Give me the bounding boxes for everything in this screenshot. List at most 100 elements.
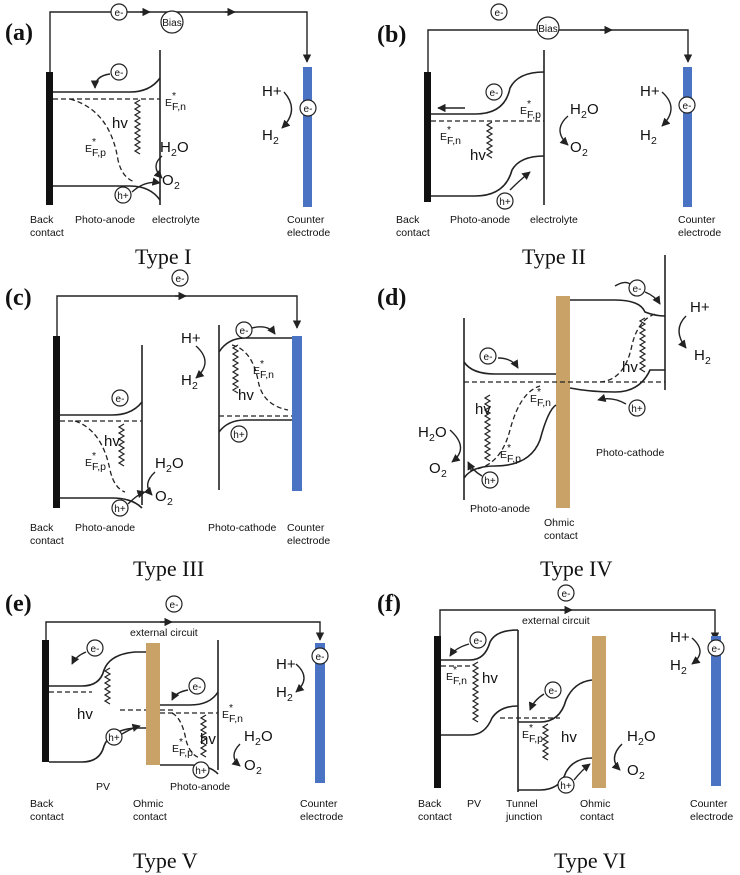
panel-d-anode-vb — [463, 404, 557, 479]
panel-c-letter: (c) — [5, 285, 32, 311]
svg-text:2: 2 — [441, 468, 447, 480]
panel-d-ohmic-contact — [556, 296, 570, 508]
svg-text:h+: h+ — [117, 191, 129, 202]
panel-b-conduction-band — [431, 71, 545, 115]
panel-f-label-pv: PV — [467, 798, 481, 810]
panel-f-pv-electron-arrow — [449, 643, 470, 657]
panel-b-proton-arrow — [661, 91, 672, 127]
panel-d-cathode-vb — [569, 369, 665, 393]
panel-d-anode-photon — [483, 394, 492, 462]
panel-c-counter-electrode — [292, 336, 302, 491]
svg-text:e-: e- — [115, 68, 124, 79]
svg-text:F,p: F,p — [527, 109, 541, 121]
panel-b-fermi-p-label: E* F,p — [520, 98, 541, 121]
panel-a-back-contact — [46, 72, 53, 205]
svg-text:F,n: F,n — [229, 713, 243, 725]
svg-text:E: E — [85, 143, 92, 155]
panel-b-electron: e- — [485, 83, 503, 101]
svg-text:*: * — [453, 664, 457, 676]
panel-d-cathode-electron-arrow — [644, 291, 661, 305]
panel-f-junction-cb — [518, 679, 593, 723]
panel-d-anode-hole: h+ — [481, 471, 499, 489]
svg-text:O: O — [435, 424, 447, 441]
svg-text:e-: e- — [712, 644, 721, 655]
svg-text:H: H — [155, 455, 166, 472]
panel-f-junction-vb — [518, 757, 593, 791]
panel-a-counter-electrode — [303, 67, 312, 207]
panel-f-h2o-arrow — [611, 743, 623, 771]
panel-d-anode-electron: e- — [479, 347, 497, 365]
svg-text:2: 2 — [287, 692, 293, 704]
panel-b-label-photo-anode: Photo-anode — [450, 214, 510, 226]
svg-text:O: O — [644, 728, 656, 745]
svg-text:2: 2 — [256, 765, 262, 777]
svg-text:O: O — [244, 757, 256, 774]
panel-d-proton-arrow — [678, 315, 687, 349]
panel-a: (a) e- Bias hv E* F,n E* F,p e- — [5, 3, 330, 269]
svg-text:F,p: F,p — [529, 733, 543, 745]
panel-a-hole: h+ — [114, 186, 132, 204]
svg-text:H+: H+ — [276, 656, 296, 673]
panel-b-electron-counter: e- — [678, 96, 696, 114]
panel-b-fermi-n-label: E* F,n — [440, 124, 461, 147]
svg-text:O: O — [627, 762, 639, 779]
panel-f-junction-electron: e- — [544, 681, 562, 699]
panel-f-hole-arrow — [573, 763, 591, 781]
svg-text:F,n: F,n — [447, 135, 461, 147]
panel-d-cathode-photon — [638, 317, 647, 373]
panel-a-photon-wave — [133, 99, 142, 155]
panel-a-bias-label: Bias — [160, 10, 184, 34]
panel-c-label-photo-anode: Photo-anode — [75, 522, 135, 534]
panel-f-junction-electron-arrow — [528, 693, 545, 711]
svg-text:2: 2 — [171, 147, 177, 159]
svg-text:E: E — [440, 131, 447, 143]
panel-d-letter: (d) — [377, 285, 406, 311]
svg-text:Bias: Bias — [162, 18, 181, 29]
svg-text:e-: e- — [176, 274, 185, 285]
panel-c-cathode-cb — [218, 337, 292, 353]
panel-c-anode-vb — [60, 497, 143, 509]
panel-d-fermi-n-label: E* F,n — [530, 386, 551, 409]
svg-text:E: E — [172, 743, 179, 755]
panel-e-h2o-arrow — [231, 743, 241, 767]
panel-a-fermi-n-label: E* F,n — [165, 90, 186, 113]
svg-text:2: 2 — [273, 135, 279, 147]
panel-a-letter: (a) — [5, 20, 33, 46]
panel-f-circuit-wire — [439, 609, 720, 641]
svg-text:*: * — [229, 702, 233, 714]
svg-text:O: O — [162, 172, 174, 189]
svg-text:*: * — [447, 124, 451, 136]
panel-d-label-photo-anode: Photo-anode — [470, 503, 530, 515]
panel-f-proton-arrow — [691, 637, 701, 665]
panel-a-caption: Type I — [135, 244, 192, 269]
svg-text:F,p: F,p — [179, 747, 193, 759]
panel-e-anode-cb — [160, 691, 219, 706]
svg-text:E: E — [165, 97, 172, 109]
panel-f-fermi-p-label: E* F,p — [522, 722, 543, 745]
panel-c-caption: Type III — [133, 556, 204, 581]
panel-c-cathode-hv: hv — [238, 387, 254, 404]
panel-d: (d) hv hv E* F,n E* F,p e- h+ e- — [377, 255, 711, 581]
svg-text:e-: e- — [633, 284, 642, 295]
svg-text:2: 2 — [174, 180, 180, 192]
panel-f: (f) e- external circuit hv hv E* F,n E* … — [377, 584, 733, 873]
panel-e-pv-hole-arrow — [121, 723, 141, 735]
panel-c-circuit-wire — [56, 295, 302, 340]
panel-d-cathode-fermi-n — [599, 313, 656, 383]
svg-text:E: E — [500, 449, 507, 461]
svg-text:F,n: F,n — [453, 675, 467, 687]
svg-text:O: O — [587, 101, 599, 118]
svg-text:h+: h+ — [499, 197, 511, 208]
svg-text:E: E — [446, 671, 453, 683]
panel-f-back-contact — [434, 636, 441, 788]
